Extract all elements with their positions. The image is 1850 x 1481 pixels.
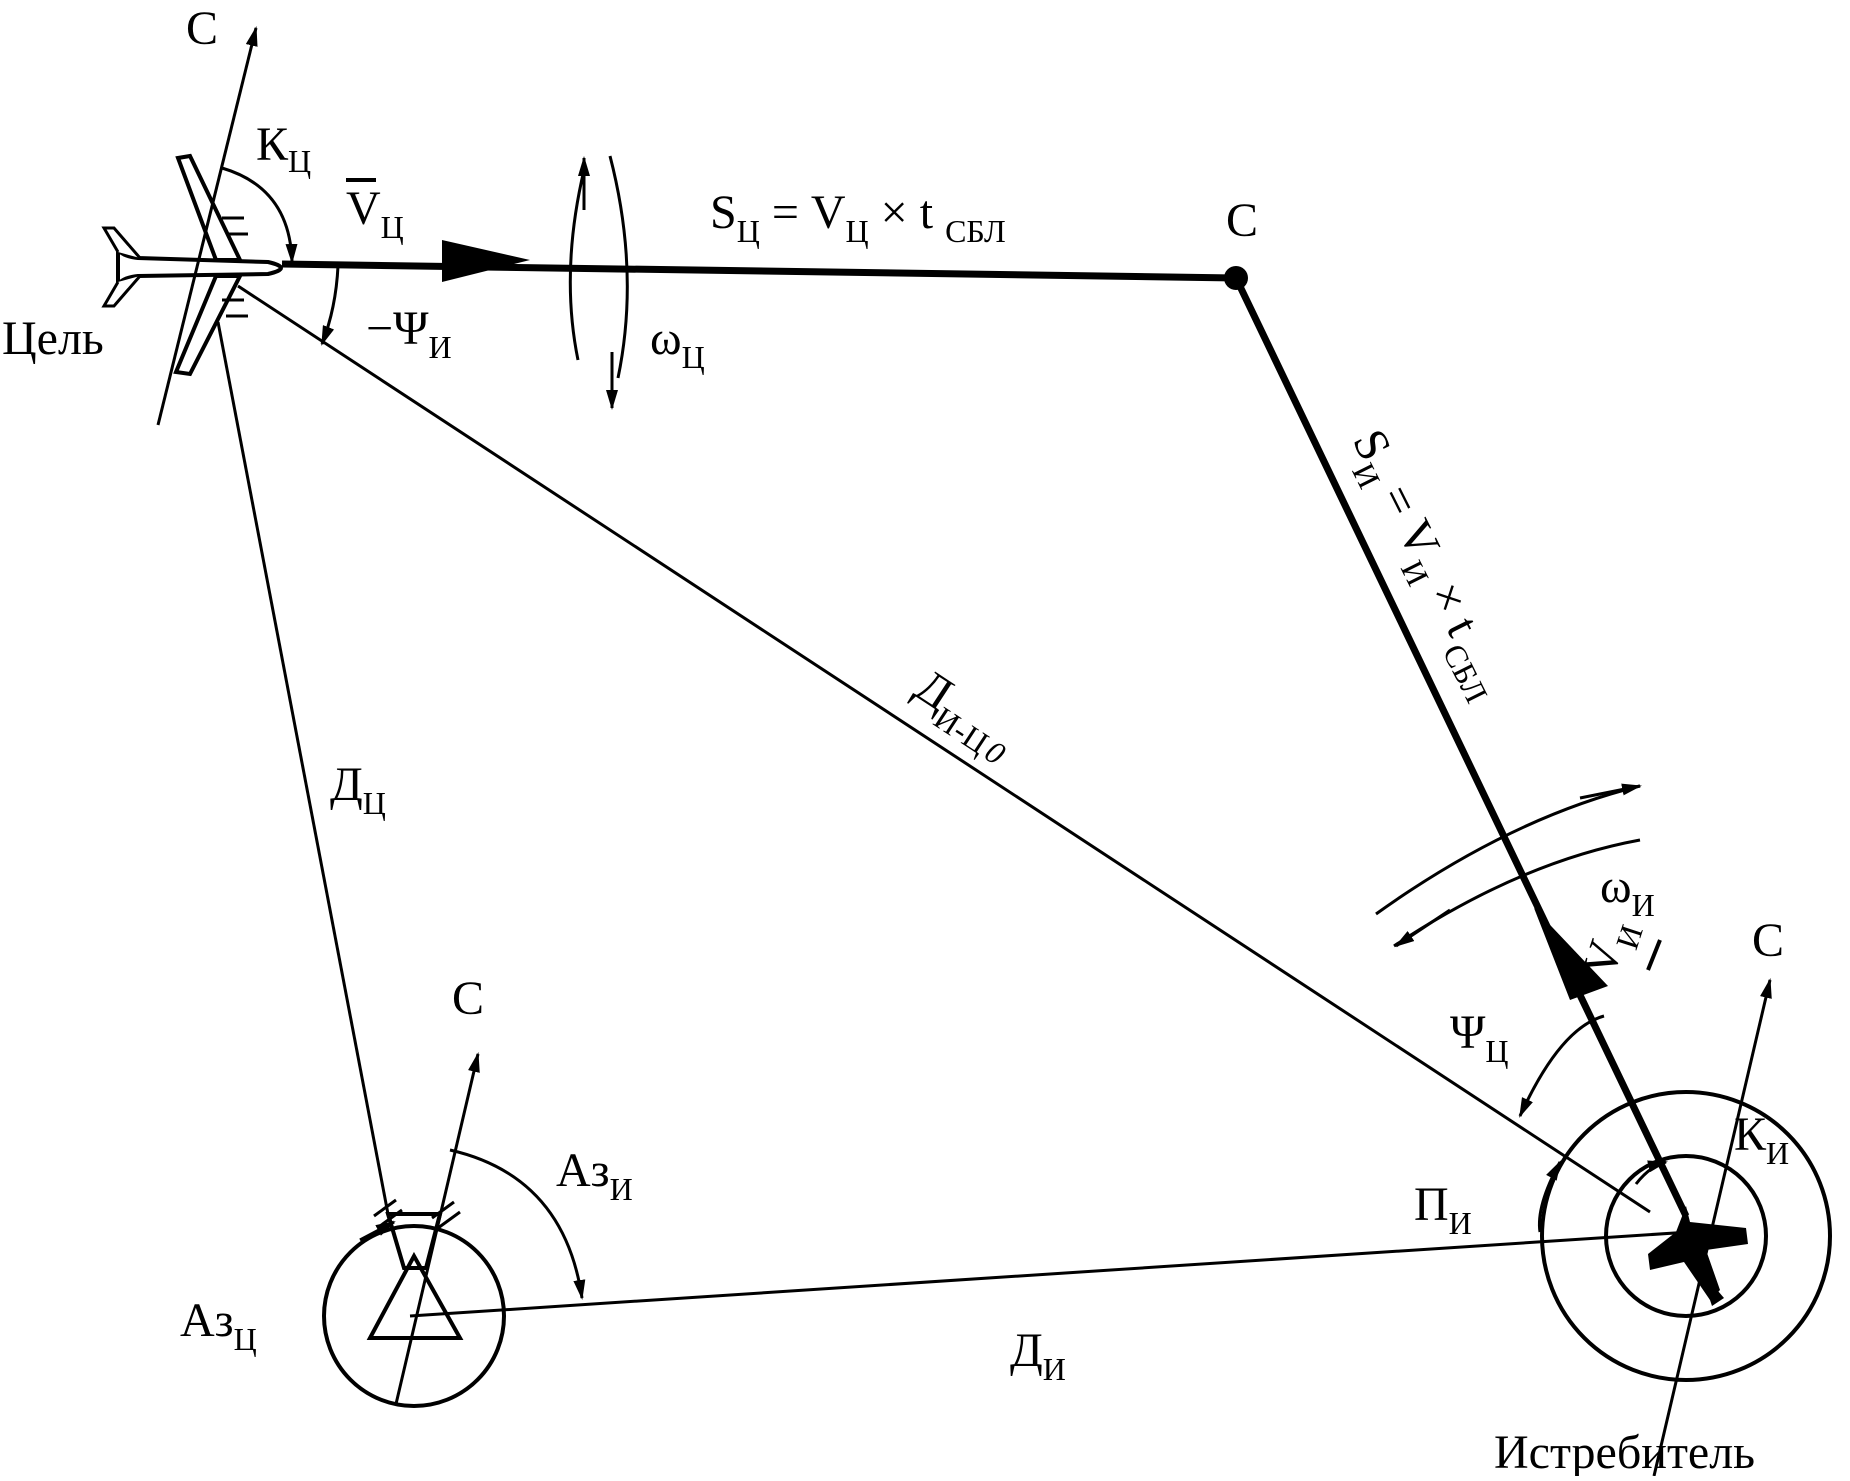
bearing-int-arc	[1537, 1160, 1562, 1233]
interceptor-label: Истребитель	[1494, 1426, 1755, 1476]
psi-target-arc	[1518, 1014, 1605, 1118]
meeting-point-label: С	[1226, 194, 1258, 247]
course-int-arc	[1634, 1160, 1668, 1185]
omega-target-arc-left	[568, 169, 586, 361]
target-course-label: КЦ	[256, 118, 311, 179]
target-velocity-arrowhead	[442, 240, 530, 282]
range-target-line	[216, 321, 390, 1215]
azimuth-int-label: АзИ	[556, 1144, 633, 1207]
interceptor-course-label: КИ	[1734, 1108, 1789, 1171]
north-label-target: С	[186, 2, 218, 55]
target-range-label: ДЦ	[330, 758, 386, 821]
ground-station-icon	[322, 1198, 506, 1408]
omega-int-arrow-left	[1394, 908, 1451, 948]
interceptor-range-label: ДИ	[1010, 1324, 1066, 1387]
bearing-int-label: ПИ	[1414, 1178, 1472, 1241]
omega-int-arrow-right	[1579, 783, 1642, 800]
azimuth-int-arc	[449, 1148, 586, 1300]
psi-target-label: ΨЦ	[1450, 1006, 1509, 1069]
station-north-arrow	[394, 1052, 480, 1405]
omega-int-label: ωИ	[1600, 860, 1655, 923]
svg-text:VЦ: VЦ	[346, 182, 404, 245]
target-course-arc	[221, 166, 298, 264]
omega-target-label: ωЦ	[650, 312, 705, 375]
interceptor-distance-formula: SИ= VИ× tСБЛ	[1333, 421, 1519, 708]
interceptor-aircraft-icon	[1540, 1090, 1832, 1382]
interceptor-velocity-arrowhead	[1534, 908, 1608, 1000]
range-target-interceptor-line	[237, 284, 1651, 1214]
target-velocity-label: VЦ	[346, 178, 404, 245]
north-label-interceptor: С	[1752, 914, 1784, 967]
target-aircraft-icon	[101, 153, 283, 377]
target-label: Цель	[2, 312, 104, 365]
initial-range-label: ДИ-Ц0	[900, 659, 1026, 772]
minus-psi-label: −ΨИ	[366, 302, 452, 365]
target-north-arrow	[156, 26, 258, 426]
azimuth-target-label: АзЦ	[180, 1294, 257, 1357]
azimuth-target-arc	[359, 1220, 396, 1242]
north-label-station: С	[452, 972, 484, 1025]
interceptor-path-line	[1232, 276, 1690, 1218]
minus-psi-arc	[320, 265, 340, 346]
interceptor-north-arrow	[1652, 978, 1772, 1477]
omega-target-arc-right	[608, 155, 629, 379]
omega-int-arc-top	[1375, 784, 1641, 916]
target-path-line	[281, 260, 1237, 282]
range-interceptor-line	[409, 1230, 1691, 1318]
